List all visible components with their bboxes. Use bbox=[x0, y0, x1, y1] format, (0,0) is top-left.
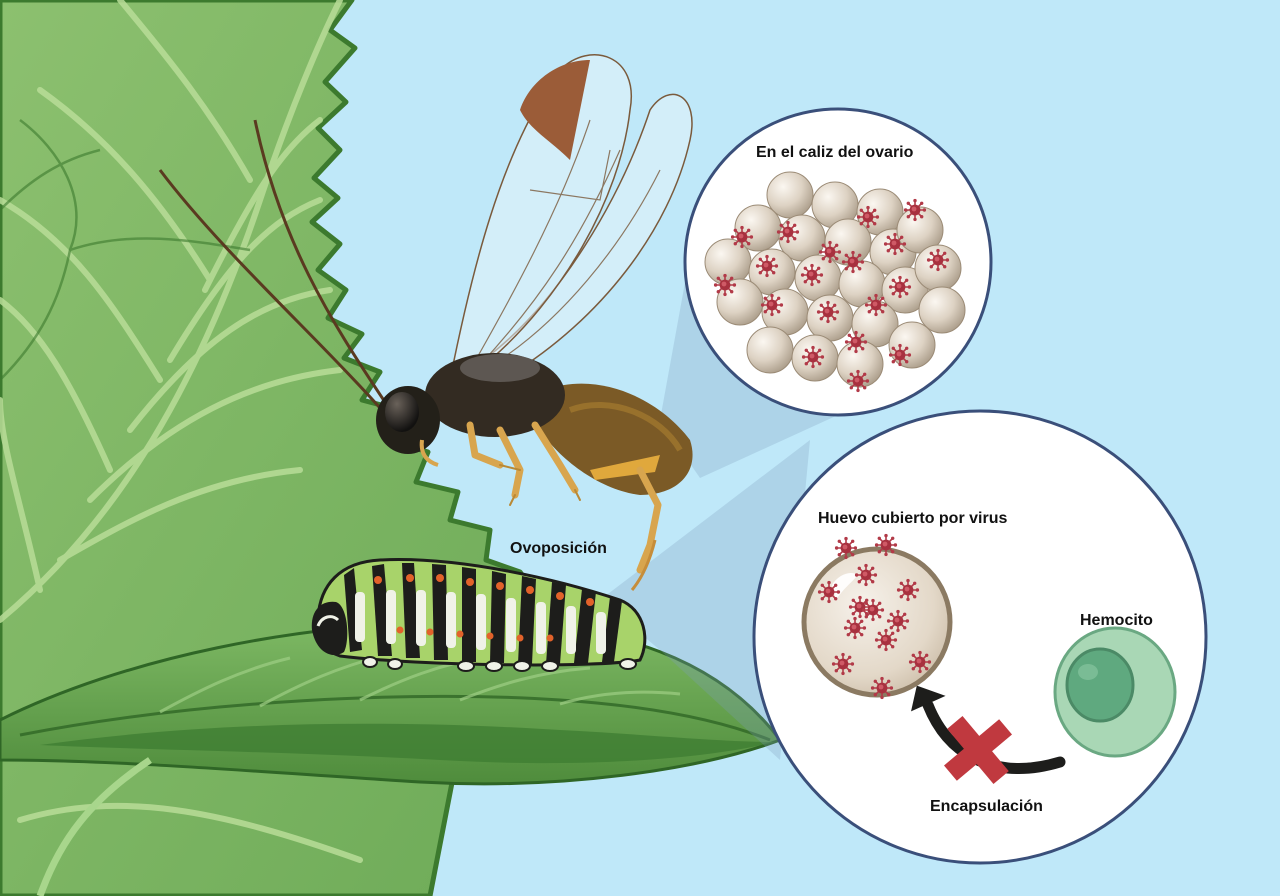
wasp bbox=[158, 54, 693, 591]
egg-cluster bbox=[704, 171, 966, 393]
calyx-magnifier bbox=[683, 107, 993, 417]
oviposition-label: Ovoposición bbox=[510, 540, 607, 557]
cross-icon bbox=[943, 715, 1013, 785]
egg-magnifier bbox=[752, 409, 1208, 865]
egg-label: Huevo cubierto por virus bbox=[818, 510, 1008, 527]
calyx-label: En el caliz del ovario bbox=[756, 144, 914, 161]
virus-covered-egg bbox=[801, 546, 953, 698]
encapsulation-label: Encapsulación bbox=[930, 798, 1043, 815]
hemocyte-cell bbox=[1053, 626, 1177, 758]
caterpillar bbox=[311, 558, 647, 672]
hemocyte-label: Hemocito bbox=[1080, 612, 1153, 629]
